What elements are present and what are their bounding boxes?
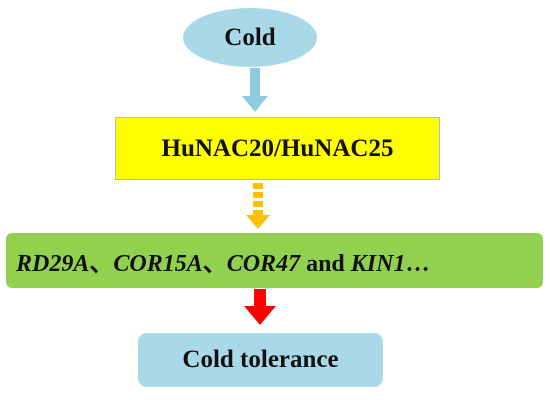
target-genes-node: RD29A、COR15A、COR47 and KIN1… <box>6 233 543 288</box>
target-genes-label: RD29A、COR15A、COR47 and KIN1… <box>16 243 429 278</box>
gene-conjunction: and <box>300 251 351 277</box>
gene-separator: 、 <box>89 251 114 277</box>
gene-kin1: KIN1 <box>350 251 406 277</box>
hunac-regulator-label: HuNAC20/HuNAC25 <box>161 134 394 162</box>
gene-cor47: COR47 <box>226 251 301 277</box>
arrow-genes-to-tolerance <box>244 289 276 325</box>
dashed-arrow-hunac-to-genes <box>246 183 270 229</box>
gene-separator: 、 <box>202 251 227 277</box>
cold-tolerance-node: Cold tolerance <box>138 333 383 387</box>
cold-stimulus-label: Cold <box>224 23 276 51</box>
gene-rd29a: RD29A <box>16 251 90 277</box>
hunac-regulator-node: HuNAC20/HuNAC25 <box>115 117 440 180</box>
gene-cor15a: COR15A <box>113 251 203 277</box>
arrow-cold-to-hunac <box>242 68 268 112</box>
gene-ellipsis: … <box>405 251 430 277</box>
cold-tolerance-label: Cold tolerance <box>182 346 339 373</box>
cold-stimulus-node: Cold <box>183 8 317 67</box>
